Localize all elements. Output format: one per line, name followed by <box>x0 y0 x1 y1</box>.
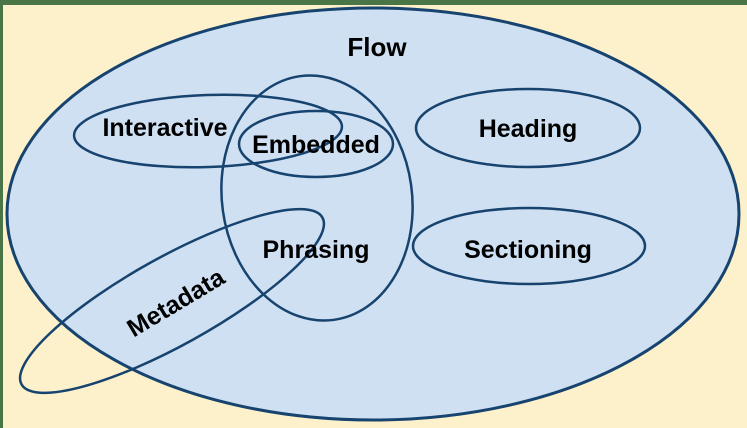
frame-top-edge <box>0 0 747 5</box>
sectioning-label: Sectioning <box>464 236 592 264</box>
phrasing-label: Phrasing <box>263 236 370 264</box>
flow-label: Flow <box>347 32 407 62</box>
interactive-label: Interactive <box>102 114 227 142</box>
sectioning-ellipse <box>411 206 647 286</box>
phrasing-ellipse <box>220 74 414 322</box>
flow-ellipse <box>5 6 741 422</box>
heading-ellipse <box>414 87 642 169</box>
embedded-label: Embedded <box>252 131 380 159</box>
metadata-ellipse <box>18 207 326 395</box>
interactive-ellipse <box>72 93 344 169</box>
embedded-ellipse <box>237 109 395 179</box>
frame-left-edge <box>0 0 3 428</box>
heading-label: Heading <box>479 115 578 143</box>
